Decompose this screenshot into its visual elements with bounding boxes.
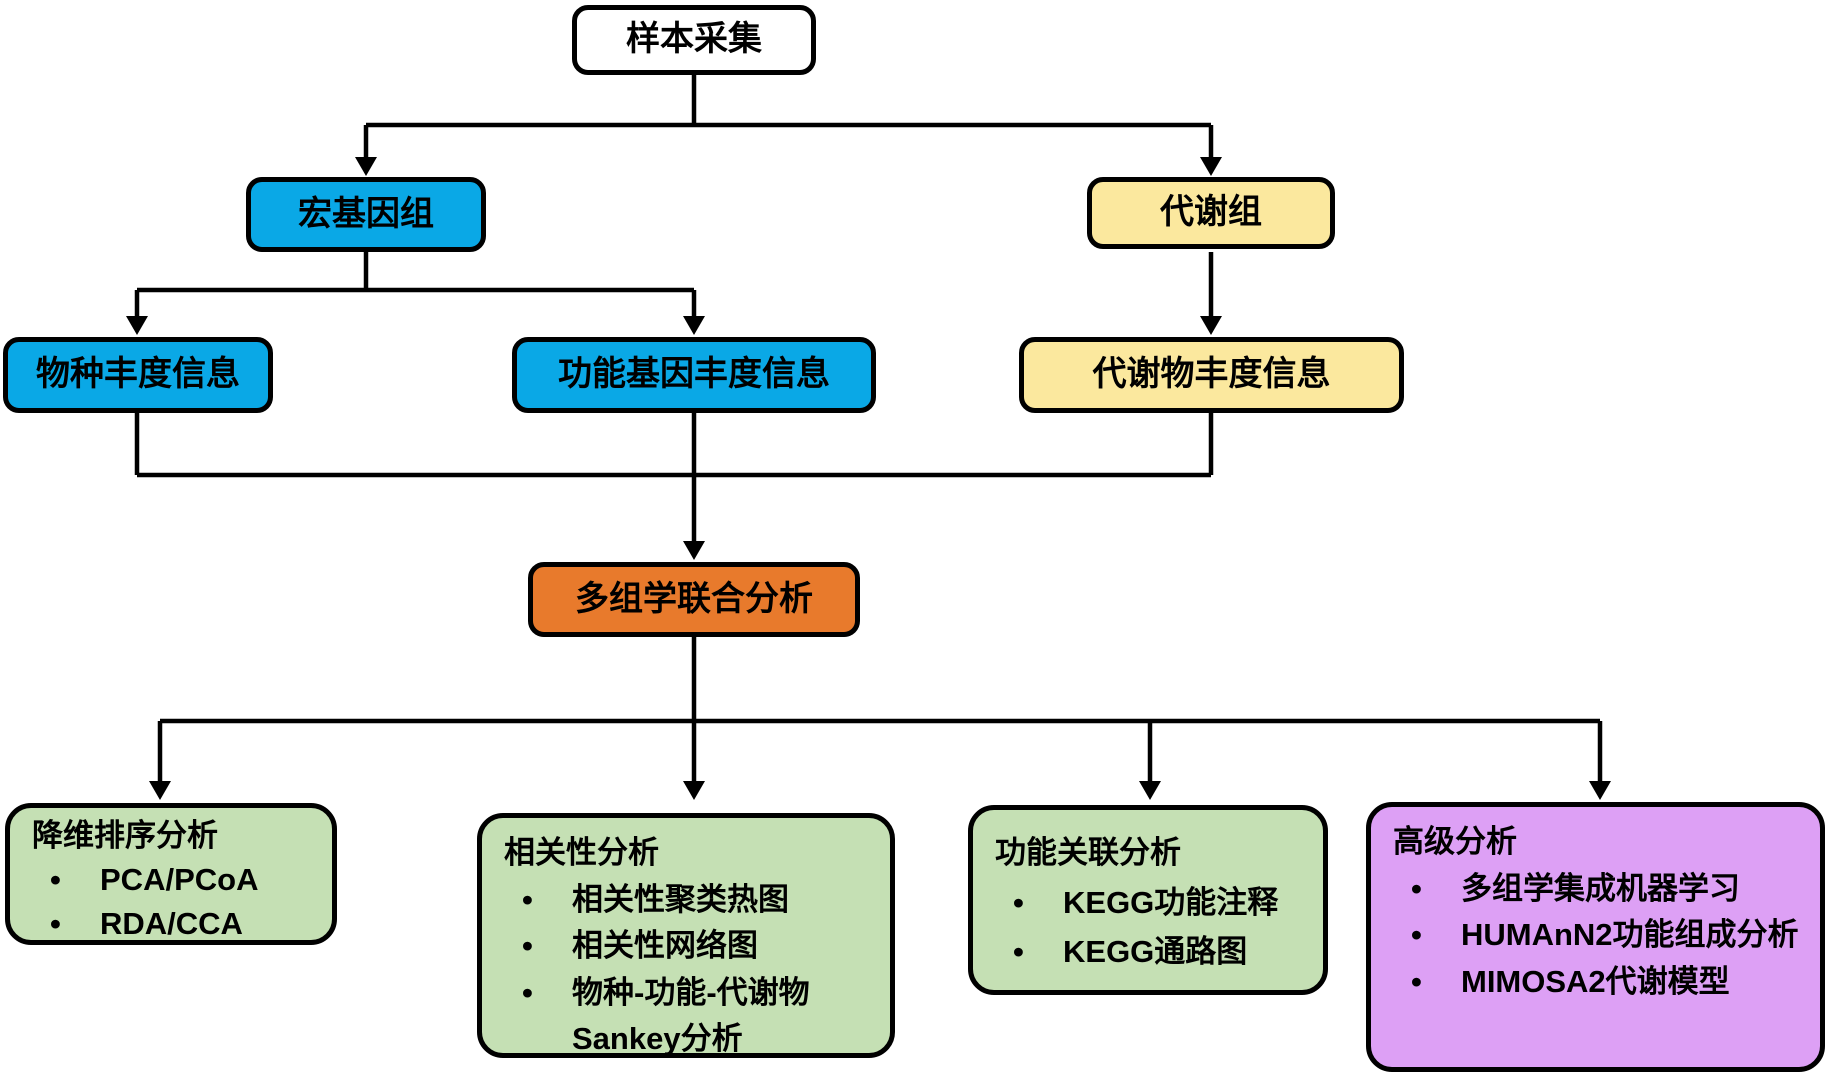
node-multi-omics-analysis-label: 多组学联合分析 xyxy=(575,579,813,618)
arrowhead-metabolome-icon xyxy=(1200,157,1222,176)
arrowhead-functional-gene-icon xyxy=(683,316,705,335)
node-functional-association-analysis: 功能关联分析 KEGG功能注释KEGG通路图 xyxy=(968,805,1328,995)
node-species-abundance: 物种丰度信息 xyxy=(3,337,273,413)
bullet-item: KEGG功能注释 xyxy=(991,878,1305,928)
bullet-item: 物种-功能-代谢物Sankey分析 xyxy=(500,970,872,1063)
node-metabolite-abundance: 代谢物丰度信息 xyxy=(1019,337,1404,413)
bullet-item: 相关性聚类热图 xyxy=(500,877,872,924)
node-sample-collection: 样本采集 xyxy=(572,5,816,75)
node-multi-omics-analysis: 多组学联合分析 xyxy=(528,562,860,637)
node-advanced-analysis: 高级分析 多组学集成机器学习HUMAnN2功能组成分析MIMOSA2代谢模型 xyxy=(1366,802,1825,1072)
node-metabolite-abundance-label: 代谢物丰度信息 xyxy=(1092,355,1331,394)
bullet-list: KEGG功能注释KEGG通路图 xyxy=(991,878,1305,977)
node-metagenome: 宏基因组 xyxy=(246,177,486,252)
bullet-list: PCA/PCoARDA/CCA xyxy=(28,858,314,946)
bullet-item: 多组学集成机器学习 xyxy=(1389,866,1802,913)
arrowhead-metabolite-icon xyxy=(1200,316,1222,335)
bullet-item: RDA/CCA xyxy=(28,902,314,946)
leaf-title: 相关性分析 xyxy=(504,835,659,870)
arrowhead-functional-association-icon xyxy=(1139,781,1161,800)
arrowhead-dimension-reduction-icon xyxy=(149,781,171,800)
arrowhead-multi-omics-icon xyxy=(683,541,705,560)
leaf-title: 降维排序分析 xyxy=(32,818,218,853)
node-sample-collection-label: 样本采集 xyxy=(626,20,762,59)
bullet-item: HUMAnN2功能组成分析 xyxy=(1389,912,1802,959)
bullet-list: 多组学集成机器学习HUMAnN2功能组成分析MIMOSA2代谢模型 xyxy=(1389,866,1802,1006)
arrowhead-metagenome-icon xyxy=(355,157,377,176)
leaf-title: 功能关联分析 xyxy=(995,835,1181,870)
leaf-title: 高级分析 xyxy=(1393,824,1517,859)
arrowhead-species-icon xyxy=(126,316,148,335)
arrowhead-advanced-icon xyxy=(1589,781,1611,800)
bullet-list: 相关性聚类热图相关性网络图物种-功能-代谢物Sankey分析 xyxy=(500,877,872,1063)
node-species-abundance-label: 物种丰度信息 xyxy=(36,355,240,394)
node-metagenome-label: 宏基因组 xyxy=(298,194,434,233)
bullet-item: PCA/PCoA xyxy=(28,858,314,902)
node-correlation-analysis: 相关性分析 相关性聚类热图相关性网络图物种-功能-代谢物Sankey分析 xyxy=(477,813,895,1058)
node-functional-gene-abundance: 功能基因丰度信息 xyxy=(512,337,876,413)
node-metabolome: 代谢组 xyxy=(1087,177,1335,249)
node-dimension-reduction-analysis: 降维排序分析 PCA/PCoARDA/CCA xyxy=(5,803,337,946)
bullet-item: 相关性网络图 xyxy=(500,923,872,970)
bullet-item: MIMOSA2代谢模型 xyxy=(1389,959,1802,1006)
arrowhead-correlation-icon xyxy=(683,781,705,800)
node-functional-gene-abundance-label: 功能基因丰度信息 xyxy=(558,355,830,394)
bullet-item: KEGG通路图 xyxy=(991,927,1305,977)
node-metabolome-label: 代谢组 xyxy=(1160,193,1262,232)
